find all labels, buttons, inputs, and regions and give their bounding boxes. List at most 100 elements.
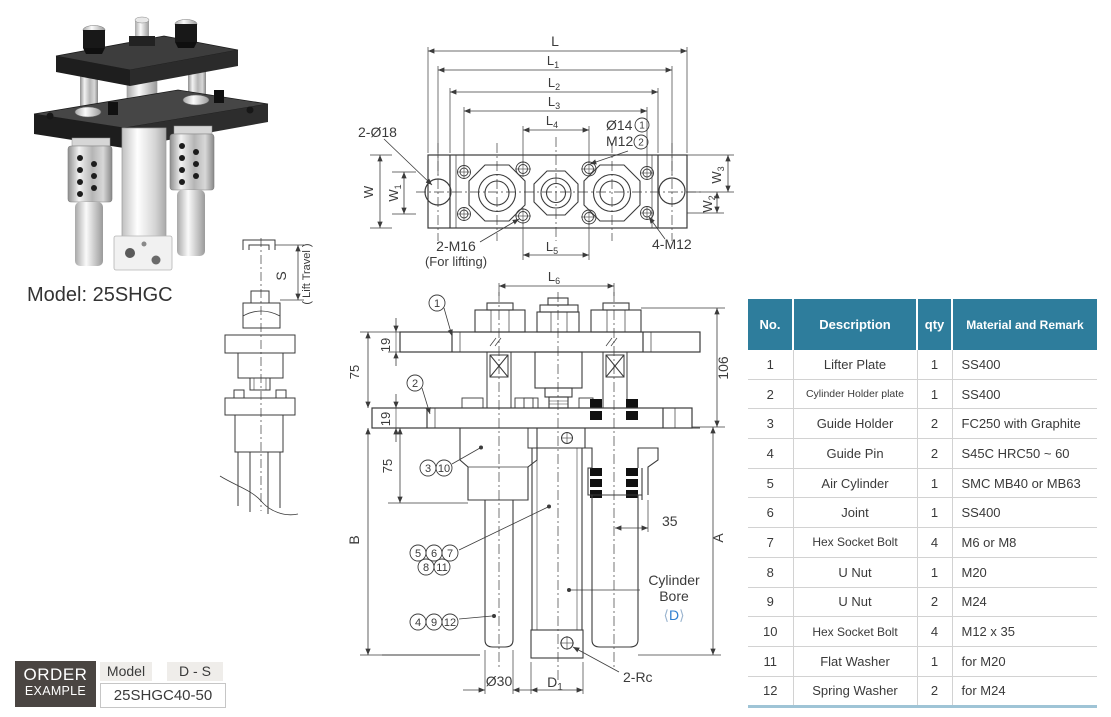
order-example-badge: ORDER EXAMPLE bbox=[15, 661, 96, 707]
svg-text:1: 1 bbox=[639, 121, 645, 132]
svg-text:2: 2 bbox=[412, 378, 418, 390]
callout-10: 10 bbox=[435, 459, 453, 477]
order-example: ORDER EXAMPLE Model D - S 25SHGC40-50 bbox=[15, 661, 227, 708]
cell-no: 7 bbox=[748, 527, 793, 558]
dim-d30: Ø30 bbox=[486, 673, 513, 689]
cell-qty: 2 bbox=[916, 586, 952, 617]
cylinder-holder-plate bbox=[371, 407, 693, 429]
cell-description: U Nut bbox=[792, 586, 917, 617]
cell-description: Joint bbox=[792, 497, 917, 528]
cell-description: Hex Socket Bolt bbox=[792, 527, 917, 558]
center-stud bbox=[129, 16, 155, 46]
cell-material: M24 bbox=[951, 586, 1097, 617]
air-cylinder bbox=[113, 127, 173, 271]
label-2-d18: 2-Ø18 bbox=[358, 124, 397, 140]
dimension-lines bbox=[370, 48, 731, 258]
cell-description: Air Cylinder bbox=[792, 467, 917, 498]
cell-qty: 1 bbox=[916, 645, 952, 677]
cell-material: SS400 bbox=[951, 350, 1097, 380]
dim-W1: W1 bbox=[386, 184, 403, 201]
bottom-dimensions bbox=[463, 646, 620, 694]
lifter-plate-outline bbox=[424, 154, 688, 229]
cell-qty: 2 bbox=[916, 408, 952, 439]
col-material: Material and Remark bbox=[951, 299, 1097, 350]
callout-9: 9 bbox=[425, 613, 443, 631]
cell-no: 5 bbox=[748, 467, 793, 498]
cell-qty: 1 bbox=[916, 350, 952, 380]
svg-text:3: 3 bbox=[425, 463, 431, 475]
right-dimensions bbox=[615, 307, 725, 656]
cell-no: 12 bbox=[748, 675, 793, 707]
leader-lines bbox=[383, 138, 666, 243]
dim-19-top: 19 bbox=[378, 338, 393, 352]
cell-material: M6 or M8 bbox=[951, 527, 1097, 558]
lift-travel-label: ( Lift Travel ) bbox=[301, 243, 313, 304]
joint-outline bbox=[219, 238, 299, 516]
cylinder-tube bbox=[530, 448, 584, 659]
cell-no: 1 bbox=[766, 356, 774, 372]
cell-material: SS400 bbox=[951, 497, 1097, 528]
svg-text:9: 9 bbox=[431, 617, 437, 629]
order-example-code: 25SHGC40-50 bbox=[100, 683, 226, 708]
callouts: 1 2 3 10 5 6 7 8 11 4 9 12 bbox=[406, 294, 459, 631]
dim-L3: L3 bbox=[548, 94, 560, 111]
dim-L6: L6 bbox=[548, 270, 560, 286]
top-plate bbox=[55, 16, 239, 86]
s-dimension bbox=[275, 244, 304, 301]
svg-text:8: 8 bbox=[423, 562, 429, 574]
callout-4: 4 bbox=[409, 613, 427, 631]
dim-L1: L1 bbox=[547, 53, 559, 70]
callout-1: 1 bbox=[634, 117, 650, 133]
cell-material: M20 bbox=[951, 556, 1097, 587]
callout-5: 5 bbox=[409, 544, 427, 562]
parts-table: No. Description qty Material and Remark … bbox=[748, 299, 1097, 709]
dim-s-label: S bbox=[273, 271, 289, 280]
side-detail-view: S ( Lift Travel ) bbox=[219, 238, 313, 516]
cell-description: Lifter Plate bbox=[792, 350, 917, 380]
dim-75-top: 75 bbox=[347, 365, 362, 379]
callout-1: 1 bbox=[428, 294, 446, 312]
cell-material: for M20 bbox=[951, 645, 1097, 677]
callout-8: 8 bbox=[417, 558, 435, 576]
u-nuts-top bbox=[474, 297, 642, 333]
callout-7: 7 bbox=[441, 544, 459, 562]
cylinder-upper bbox=[534, 351, 583, 409]
cell-no: 10 bbox=[748, 616, 793, 647]
label-bore-d: ⟨D⟩ bbox=[663, 607, 684, 623]
cell-no: 6 bbox=[748, 497, 793, 528]
cell-description: Guide Holder bbox=[792, 408, 917, 439]
cell-qty: 4 bbox=[916, 527, 952, 558]
order-model-chip: Model bbox=[100, 662, 152, 681]
dim-W2: W2 bbox=[700, 195, 717, 212]
dim-19-bottom: 19 bbox=[378, 412, 393, 426]
front-view-labels: L6 106 A 19 75 19 75 B 35 Ø30 D1 2-Rc Cy… bbox=[346, 270, 731, 693]
guide-pins bbox=[75, 190, 205, 266]
bolt-holes bbox=[457, 161, 654, 225]
cell-description: Flat Washer bbox=[792, 645, 917, 677]
hex-bolt bbox=[174, 19, 198, 48]
guide-pin-left bbox=[484, 500, 514, 648]
svg-text:4: 4 bbox=[415, 617, 421, 629]
dim-75-bottom: 75 bbox=[380, 459, 395, 473]
cell-qty: 1 bbox=[916, 378, 952, 409]
centerlines bbox=[416, 137, 704, 241]
cell-description: Spring Washer bbox=[792, 675, 917, 707]
cell-description: Guide Pin bbox=[792, 438, 917, 469]
dim-W3: W3 bbox=[709, 166, 726, 183]
svg-text:12: 12 bbox=[444, 617, 456, 629]
l6-dimension bbox=[498, 283, 615, 296]
cell-qty: 1 bbox=[916, 556, 952, 587]
cell-no: 3 bbox=[748, 408, 793, 439]
callout-6: 6 bbox=[425, 544, 443, 562]
label-m12: M12 bbox=[606, 133, 633, 149]
seal-marks bbox=[590, 399, 638, 498]
cell-material: for M24 bbox=[951, 675, 1097, 707]
